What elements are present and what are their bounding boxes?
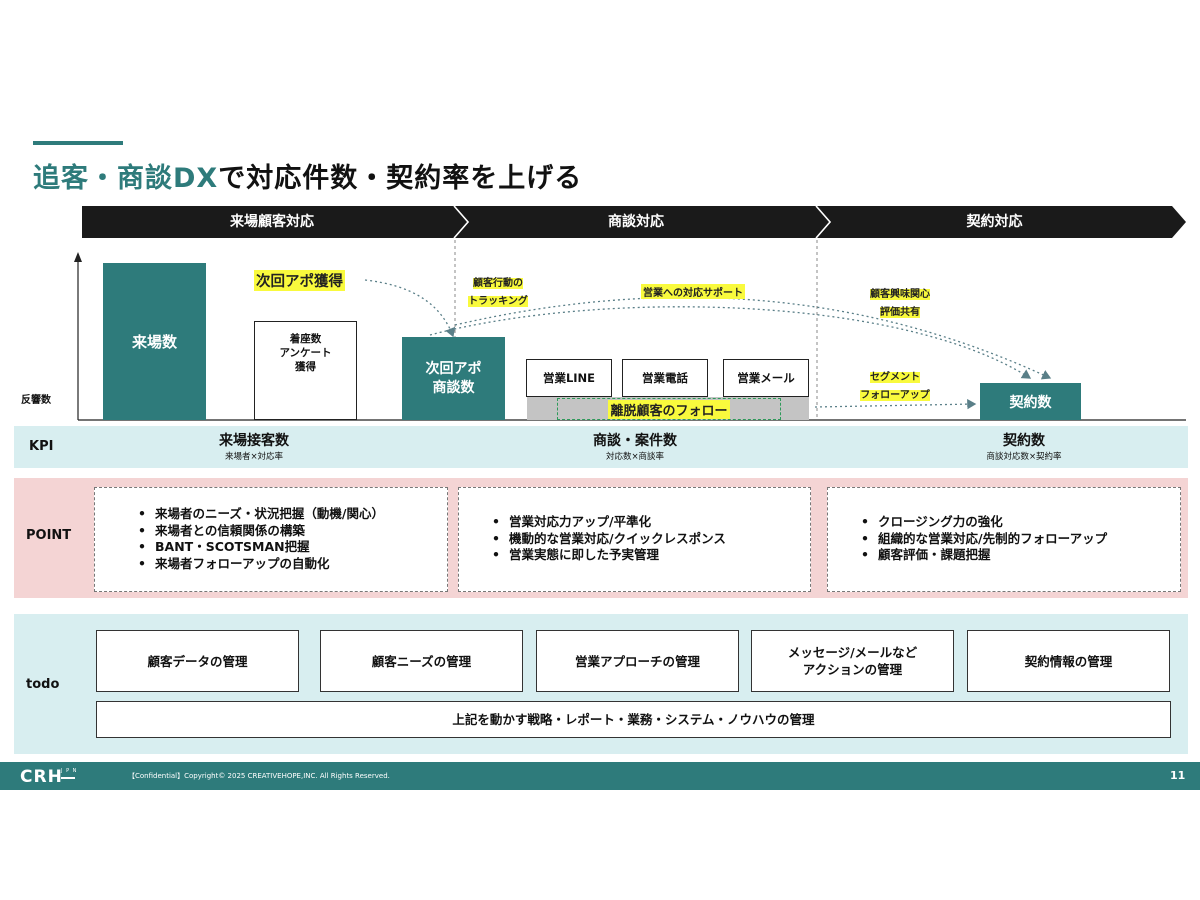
footer-logo-underline [61,777,75,779]
point-item: •組織的な営業対応/先制的フォローアップ [861,530,1108,546]
page-number: 11 [1170,769,1186,782]
annotation-segment-follow: セグメント フォローアップ [850,367,940,403]
bar-contract-label: 契約数 [1009,394,1052,411]
footer-bar [0,762,1200,790]
annotation-tracking-label: 顧客行動の トラッキング [468,278,528,307]
kpi-visit-title: 来場接客数 [219,433,289,449]
phase-label-visit: 来場顧客対応 [230,214,314,230]
channel-line: 営業LINE [526,359,612,397]
phase-arrow-banner [82,206,1186,239]
page-title: 追客・商談DXで対応件数・契約率を上げる [33,156,582,195]
point-label: POINT [26,528,72,543]
point-box-contract: •クロージング力の強化 •組織的な営業対応/先制的フォローアップ •顧客評価・課… [827,487,1181,592]
todo-strategy-management: 上記を動かす戦略・レポート・業務・システム・ノウハウの管理 [96,701,1171,738]
point-item: •クロージング力の強化 [861,514,1003,529]
bar-survey-label: 着座数 アンケート 獲得 [279,333,332,373]
point-item: •機動的な営業対応/クイックレスポンス [492,530,726,546]
kpi-negotiation-sub: 対応数×商談率 [605,452,665,462]
point-item: •営業実態に即した予実管理 [492,547,660,562]
kpi-item-visit: 来場接客数 来場者×対応率 [154,430,354,462]
annotation-segment-follow-label: セグメント フォローアップ [860,372,930,401]
point-item: •来場者フォローアップの自動化 [138,555,330,571]
kpi-contract-sub: 商談対応数×契約率 [986,452,1062,462]
annotation-interest-share-label: 顧客興味関心 評価共有 [870,289,930,318]
channel-mail: 営業メール [723,359,809,397]
todo-message-action: メッセージ/メールなど アクションの管理 [751,630,954,692]
phase-arrow-2 [455,206,830,238]
footer-copyright: 【Confidential】Copyright© 2025 CREATIVEHO… [128,772,390,780]
churn-follow-box: 離脱顧客のフォロー [557,398,781,420]
channel-line-label: 営業LINE [542,371,596,385]
page-title-accent: 追客・商談DX [33,163,219,194]
annotation-interest-share: 顧客興味関心 評価共有 [860,284,940,320]
footer-logo-sub: J P N [61,768,78,774]
point-item: •顧客評価・課題把握 [861,547,991,562]
kpi-contract-title: 契約数 [1003,433,1045,449]
arrow-sales-support [429,306,1032,379]
arrow-next-appointment [364,279,456,338]
point-item: •営業対応力アップ/平準化 [492,514,652,529]
kpi-visit-sub: 来場者×対応率 [224,452,284,462]
point-item: •来場者のニーズ・状況把握（動機/関心） [138,506,384,521]
footer-logo: CRH [20,767,63,787]
todo-contract-info: 契約情報の管理 [967,630,1170,692]
annotation-tracking: 顧客行動の トラッキング [458,273,538,309]
phase-arrow-3 [817,206,1186,238]
title-accent-line [33,141,123,145]
kpi-item-negotiation: 商談・案件数 対応数×商談率 [535,430,735,462]
point-box-visit: •来場者のニーズ・状況把握（動機/関心） •来場者との信頼関係の構築 •BANT… [94,487,448,592]
bar-visits-label: 来場数 [131,333,177,351]
page-title-rest: で対応件数・契約率を上げる [218,163,583,194]
todo-customer-needs: 顧客ニーズの管理 [320,630,523,692]
kpi-label: KPI [29,439,54,454]
kpi-negotiation-title: 商談・案件数 [593,433,677,449]
phase-arrow-1 [82,206,468,238]
phase-label-contract: 契約対応 [966,214,1023,230]
annotation-sales-support: 営業への対応サポート [641,284,745,299]
phase-label-negotiation: 商談対応 [608,214,664,230]
annotation-next-appointment: 次回アポ獲得 [254,270,345,291]
kpi-item-contract: 契約数 商談対応数×契約率 [924,430,1124,462]
bar-contract: 契約数 [980,383,1081,420]
bar-visits: 来場数 [103,263,206,420]
bar-next-meeting: 次回アポ 商談数 [402,337,505,420]
channel-mail-label: 営業メール [737,371,795,385]
diagram-lines [74,240,1186,421]
todo-sales-approach: 営業アプローチの管理 [536,630,739,692]
bar-next-meeting-label: 次回アポ 商談数 [425,360,482,396]
todo-customer-data: 顧客データの管理 [96,630,299,692]
kpi-row [14,426,1188,468]
channel-phone: 営業電話 [622,359,708,397]
point-box-negotiation: •営業対応力アップ/平準化 •機動的な営業対応/クイックレスポンス •営業実態に… [458,487,811,592]
point-item: •来場者との信頼関係の構築 [138,522,305,538]
channel-phone-label: 営業電話 [642,371,688,385]
point-item: •BANT・SCOTSMAN把握 [138,539,310,554]
todo-label: todo [26,677,60,692]
arrow-churn-follow [814,398,977,410]
churn-follow-label: 離脱顧客のフォロー [608,399,730,419]
y-axis-label: 反響数 [21,395,51,406]
bar-survey: 着座数 アンケート 獲得 [254,321,357,420]
